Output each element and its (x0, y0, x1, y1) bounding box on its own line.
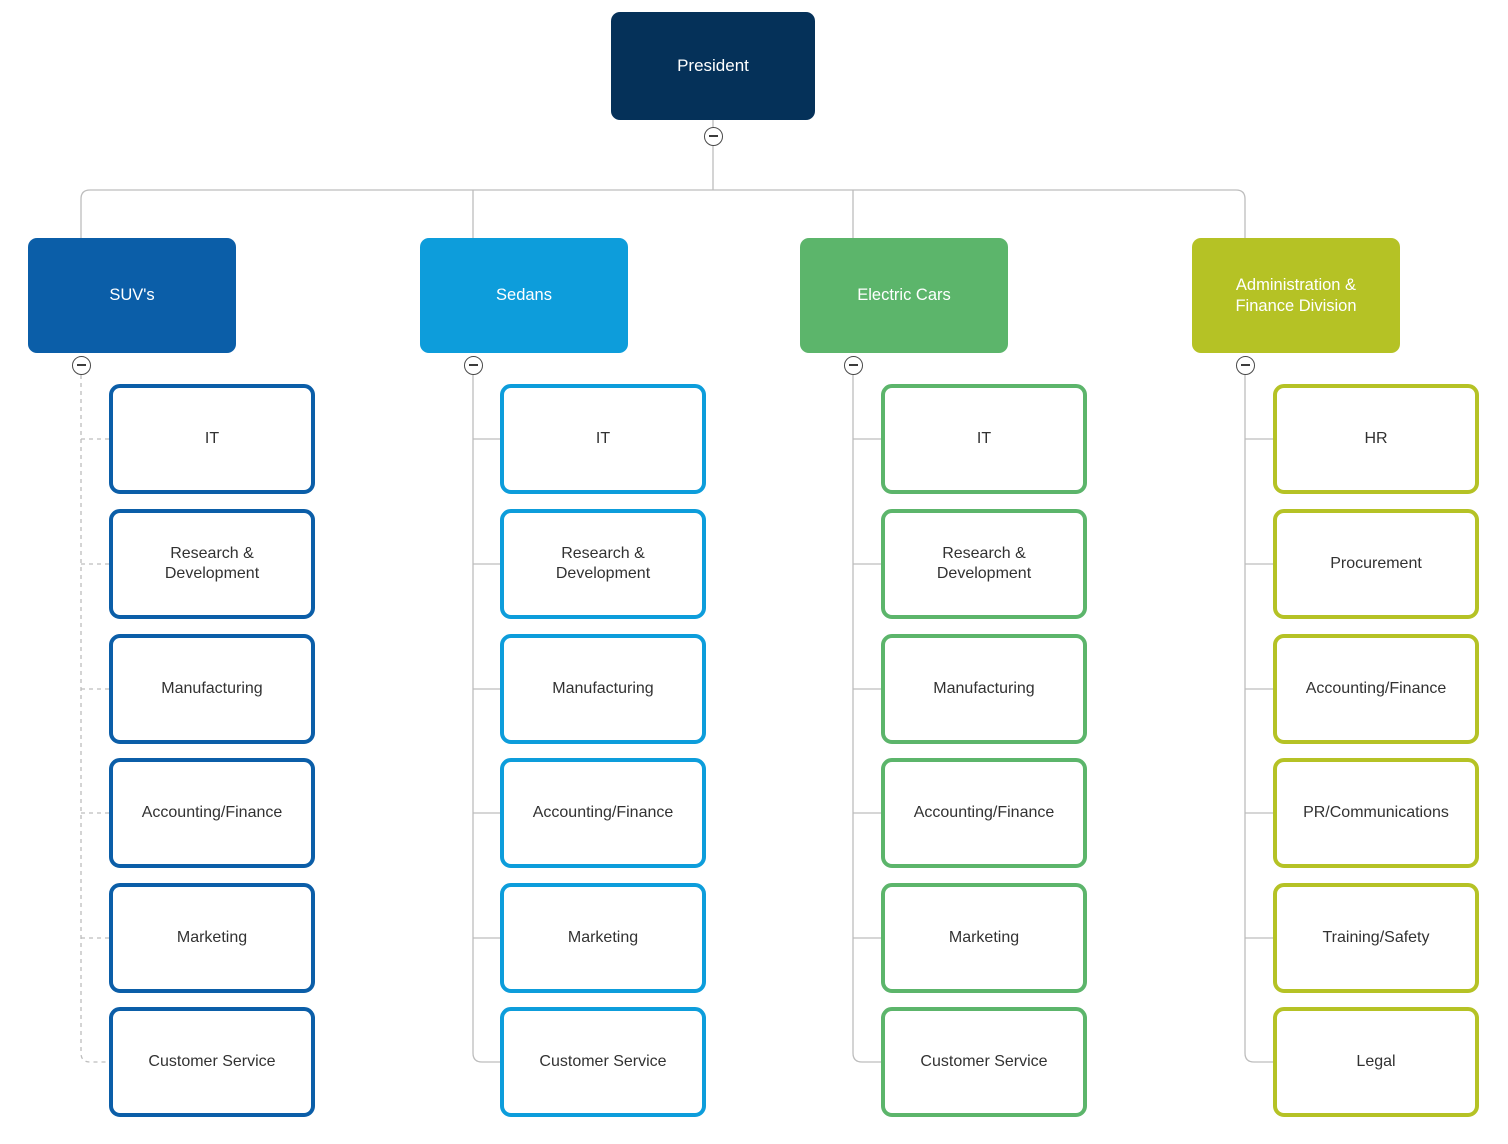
toggle-division-3[interactable] (1235, 355, 1255, 375)
node-label: IT (595, 430, 611, 447)
node-label: Customer Service (920, 1053, 1048, 1070)
node-department-3-0[interactable]: HR (1273, 384, 1479, 494)
toggle-division-1[interactable] (463, 355, 483, 375)
node-label: Accounting/Finance (141, 804, 283, 821)
node-label: SUV's (109, 286, 155, 305)
node-label: HR (1364, 430, 1388, 447)
minus-icon (468, 364, 478, 366)
node-label: Sedans (496, 286, 552, 305)
minus-icon (708, 135, 718, 137)
node-department-0-3[interactable]: Accounting/Finance (109, 758, 315, 868)
node-department-2-4[interactable]: Marketing (881, 883, 1087, 993)
node-label: Electric Cars (857, 286, 951, 305)
node-department-1-2[interactable]: Manufacturing (500, 634, 706, 744)
node-department-3-4[interactable]: Training/Safety (1273, 883, 1479, 993)
minus-icon (76, 364, 86, 366)
node-department-2-5[interactable]: Customer Service (881, 1007, 1087, 1117)
node-label: President (677, 56, 749, 76)
node-label: Accounting/Finance (913, 804, 1055, 821)
node-label: PR/Communications (1303, 804, 1449, 821)
node-label: Research & Development (164, 545, 260, 582)
node-department-1-3[interactable]: Accounting/Finance (500, 758, 706, 868)
node-department-0-5[interactable]: Customer Service (109, 1007, 315, 1117)
node-label: Marketing (176, 929, 248, 946)
node-division-3[interactable]: Administration & Finance Division (1192, 238, 1400, 353)
node-division-1[interactable]: Sedans (420, 238, 628, 353)
toggle-president[interactable] (703, 126, 723, 146)
node-label: Legal (1356, 1053, 1396, 1070)
node-division-2[interactable]: Electric Cars (800, 238, 1008, 353)
node-department-2-3[interactable]: Accounting/Finance (881, 758, 1087, 868)
node-label: Marketing (948, 929, 1020, 946)
node-label: IT (204, 430, 220, 447)
node-department-0-1[interactable]: Research & Development (109, 509, 315, 619)
node-division-0[interactable]: SUV's (28, 238, 236, 353)
node-department-0-0[interactable]: IT (109, 384, 315, 494)
node-department-2-1[interactable]: Research & Development (881, 509, 1087, 619)
toggle-division-2[interactable] (843, 355, 863, 375)
node-label: Training/Safety (1322, 929, 1430, 946)
node-label: Customer Service (539, 1053, 667, 1070)
node-label: Accounting/Finance (1305, 680, 1447, 697)
node-department-3-1[interactable]: Procurement (1273, 509, 1479, 619)
node-department-0-4[interactable]: Marketing (109, 883, 315, 993)
node-department-2-0[interactable]: IT (881, 384, 1087, 494)
node-department-3-5[interactable]: Legal (1273, 1007, 1479, 1117)
node-label: Manufacturing (161, 680, 263, 697)
node-department-1-4[interactable]: Marketing (500, 883, 706, 993)
node-department-1-5[interactable]: Customer Service (500, 1007, 706, 1117)
node-label: Manufacturing (933, 680, 1035, 697)
node-label: Procurement (1330, 555, 1422, 572)
node-president[interactable]: President (611, 12, 815, 120)
minus-icon (848, 364, 858, 366)
node-department-1-0[interactable]: IT (500, 384, 706, 494)
node-department-2-2[interactable]: Manufacturing (881, 634, 1087, 744)
node-department-1-1[interactable]: Research & Development (500, 509, 706, 619)
node-label: Research & Development (936, 545, 1032, 582)
node-department-3-3[interactable]: PR/Communications (1273, 758, 1479, 868)
node-label: Manufacturing (552, 680, 654, 697)
node-department-3-2[interactable]: Accounting/Finance (1273, 634, 1479, 744)
node-department-0-2[interactable]: Manufacturing (109, 634, 315, 744)
node-label: Research & Development (555, 545, 651, 582)
toggle-division-0[interactable] (71, 355, 91, 375)
node-label: Marketing (567, 929, 639, 946)
node-label: Customer Service (148, 1053, 276, 1070)
node-label: IT (976, 430, 992, 447)
node-label: Accounting/Finance (532, 804, 674, 821)
minus-icon (1240, 364, 1250, 366)
node-label: Administration & Finance Division (1235, 275, 1357, 315)
